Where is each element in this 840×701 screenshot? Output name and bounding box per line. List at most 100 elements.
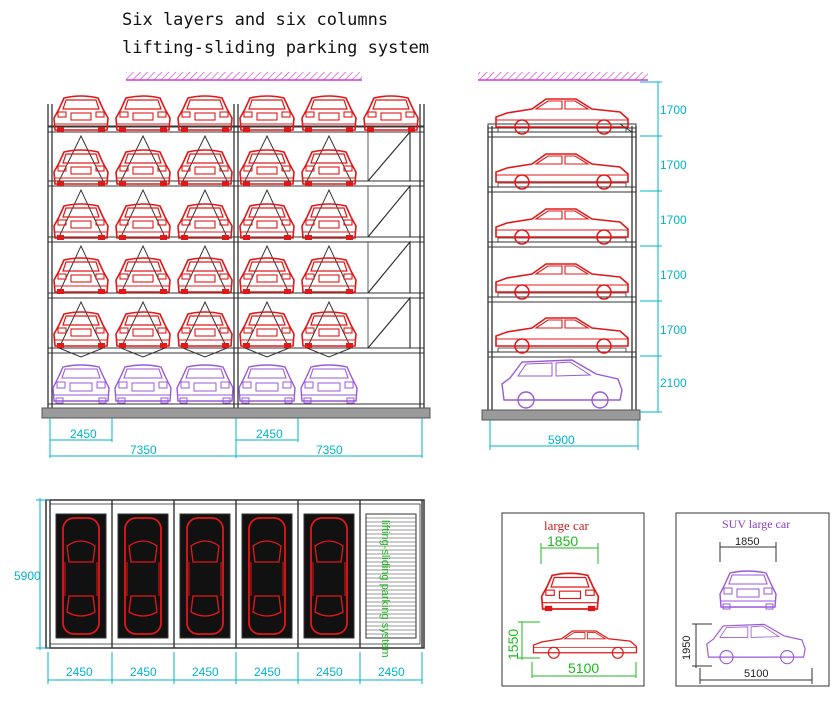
side-beam <box>487 131 637 138</box>
car-front-red <box>53 257 109 295</box>
car-side-red <box>495 263 629 300</box>
car-front-purple <box>114 364 172 404</box>
front-dim-2450-left: 2450 <box>70 427 97 441</box>
front-dimension-lines <box>49 418 423 458</box>
brace <box>367 130 411 182</box>
side-beam <box>487 186 637 193</box>
suv-side-drawing <box>706 623 806 665</box>
brace <box>367 296 411 349</box>
layer-beam <box>47 236 425 243</box>
front-dim-7350-right: 7350 <box>316 443 343 457</box>
car-front-purple <box>176 364 234 404</box>
lift-support <box>182 347 228 358</box>
lift-support <box>182 188 228 238</box>
front-dim-7350-left: 7350 <box>130 443 157 457</box>
layer-beam <box>47 292 425 299</box>
front-view: 2450 2450 7350 7350 <box>41 72 431 458</box>
ceiling-hatch-side <box>478 72 648 80</box>
lift-support <box>58 347 104 358</box>
car-front-purple <box>300 364 358 404</box>
side-pallet <box>497 292 627 298</box>
car-front-red <box>115 257 171 295</box>
layer-beam <box>47 180 425 187</box>
front-dim-2450-right: 2450 <box>256 427 283 441</box>
plan-dim-col-1: 2450 <box>66 665 93 679</box>
plan-dim-col-2: 2450 <box>130 665 157 679</box>
suv-title: SUV large car <box>722 517 790 531</box>
floor-slab-side <box>481 409 641 421</box>
title-line-2: lifting-sliding parking system <box>122 38 430 58</box>
side-dimension-lines <box>489 81 662 450</box>
side-dim-1700-2: 1700 <box>660 158 687 172</box>
layer-beam <box>47 347 425 354</box>
plan-dim-col-6: 2450 <box>378 665 405 679</box>
plan-pallet <box>117 513 169 639</box>
side-beam <box>487 351 637 358</box>
side-pallet <box>497 347 627 353</box>
large-car-length: 5100 <box>568 660 599 676</box>
large-car-box: large car 1850 1550 5100 <box>501 512 645 687</box>
side-dim-1700-1: 1700 <box>660 103 687 117</box>
floor-slab-front <box>41 407 431 419</box>
side-pallet <box>497 237 627 243</box>
side-cars <box>495 98 629 409</box>
plan-vertical-label: lifting-sliding parking system <box>379 520 391 658</box>
plan-pallet <box>303 513 355 639</box>
side-top-beam <box>487 123 637 129</box>
side-dim-1700-5: 1700 <box>660 323 687 337</box>
side-dim-1700-4: 1700 <box>660 268 687 282</box>
lift-support <box>120 188 166 238</box>
car-front-red <box>177 203 233 241</box>
car-front-red <box>115 203 171 241</box>
car-side-red <box>495 98 629 135</box>
front-frame <box>47 104 425 410</box>
plan-pallet <box>55 513 107 639</box>
plan-frame <box>45 499 425 649</box>
plan-dim-col-5: 2450 <box>316 665 343 679</box>
plan-pallet <box>241 513 293 639</box>
plan-pallet <box>365 513 417 639</box>
car-front-red <box>239 257 295 295</box>
large-car-width: 1850 <box>547 533 578 549</box>
car-side-red <box>495 153 629 190</box>
brace <box>367 184 411 238</box>
car-front-red <box>53 203 109 241</box>
plan-outline <box>45 499 425 649</box>
plan-dimension-lines <box>36 498 423 684</box>
side-pallet <box>497 182 627 188</box>
car-front-red <box>239 203 295 241</box>
large-car-front-drawing <box>540 572 600 612</box>
brace <box>367 240 411 294</box>
car-front-red <box>301 203 357 241</box>
car-front-red <box>301 257 357 295</box>
plan-dim-col-3: 2450 <box>192 665 219 679</box>
title-line-1: Six layers and six columns <box>122 10 389 30</box>
side-beam <box>487 241 637 248</box>
suv-height: 1950 <box>681 636 693 660</box>
front-cars <box>52 95 419 404</box>
car-front-red <box>177 257 233 295</box>
car-side-red <box>495 208 629 245</box>
side-beam <box>487 296 637 303</box>
car-front-purple <box>238 364 296 404</box>
plan-view: lifting-sliding parking system 5900 2450… <box>14 498 425 684</box>
suv-box: SUV large car 1850 1950 5100 <box>675 512 830 687</box>
suv-length: 5100 <box>744 668 768 680</box>
lift-support <box>306 347 352 358</box>
large-car-title: large car <box>544 518 590 533</box>
car-front-purple <box>52 364 110 404</box>
car-side-purple <box>501 359 623 409</box>
lift-support <box>306 188 352 238</box>
side-dim-1700-3: 1700 <box>660 213 687 227</box>
side-view: 1700 1700 1700 1700 1700 2100 5900 <box>478 72 687 450</box>
lift-support <box>120 347 166 358</box>
side-frame <box>487 123 637 410</box>
suv-front-drawing <box>719 570 777 610</box>
lift-support <box>58 188 104 238</box>
side-dim-5900: 5900 <box>548 433 575 447</box>
suv-width: 1850 <box>735 536 759 548</box>
plan-dim-col-4: 2450 <box>254 665 281 679</box>
lift-support <box>244 347 290 358</box>
large-car-side-drawing <box>532 630 638 659</box>
